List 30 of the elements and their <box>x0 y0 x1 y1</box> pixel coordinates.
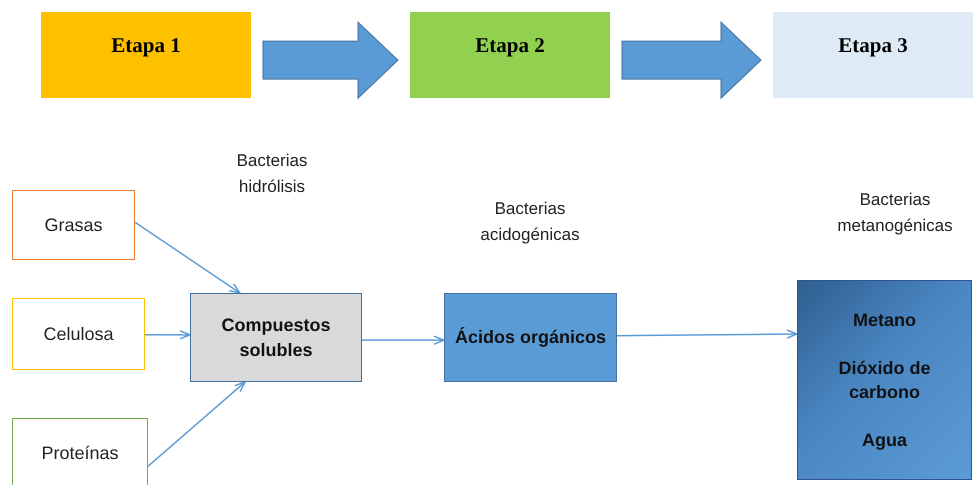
node-label: Proteínas <box>41 442 119 465</box>
arrow <box>148 381 246 467</box>
bacteria-label: Bacterias acidogénicas <box>479 198 581 246</box>
stage-box <box>773 12 973 98</box>
stage-box <box>410 12 610 98</box>
bacteria-label: Bacterias hidrólisis <box>236 150 308 198</box>
node-label: Celulosa <box>43 322 114 346</box>
input-box <box>12 418 148 485</box>
product-box <box>797 280 972 480</box>
stage-box <box>41 12 251 98</box>
block-arrow <box>262 21 399 100</box>
arrow <box>134 222 241 294</box>
process-box <box>444 293 617 382</box>
node-label: Etapa 1 <box>111 32 181 59</box>
block-arrow <box>622 21 762 100</box>
arrow <box>145 330 191 340</box>
process-box <box>190 293 362 382</box>
node-label: Etapa 3 <box>838 32 908 59</box>
node-label: Etapa 2 <box>475 32 545 59</box>
node-label: Ácidos orgánicos <box>454 326 606 350</box>
arrow <box>362 335 445 345</box>
node-label: Dióxido de carbono <box>837 356 932 404</box>
bacteria-label: Bacterias metanogénicas <box>836 189 954 236</box>
node-label: Compuestos solubles <box>220 314 332 362</box>
node-label: Agua <box>862 428 907 452</box>
node-label: Metano <box>853 309 916 332</box>
arrow <box>617 329 798 339</box>
input-box <box>12 190 135 260</box>
node-label: Grasas <box>44 214 103 237</box>
input-box <box>12 298 145 370</box>
